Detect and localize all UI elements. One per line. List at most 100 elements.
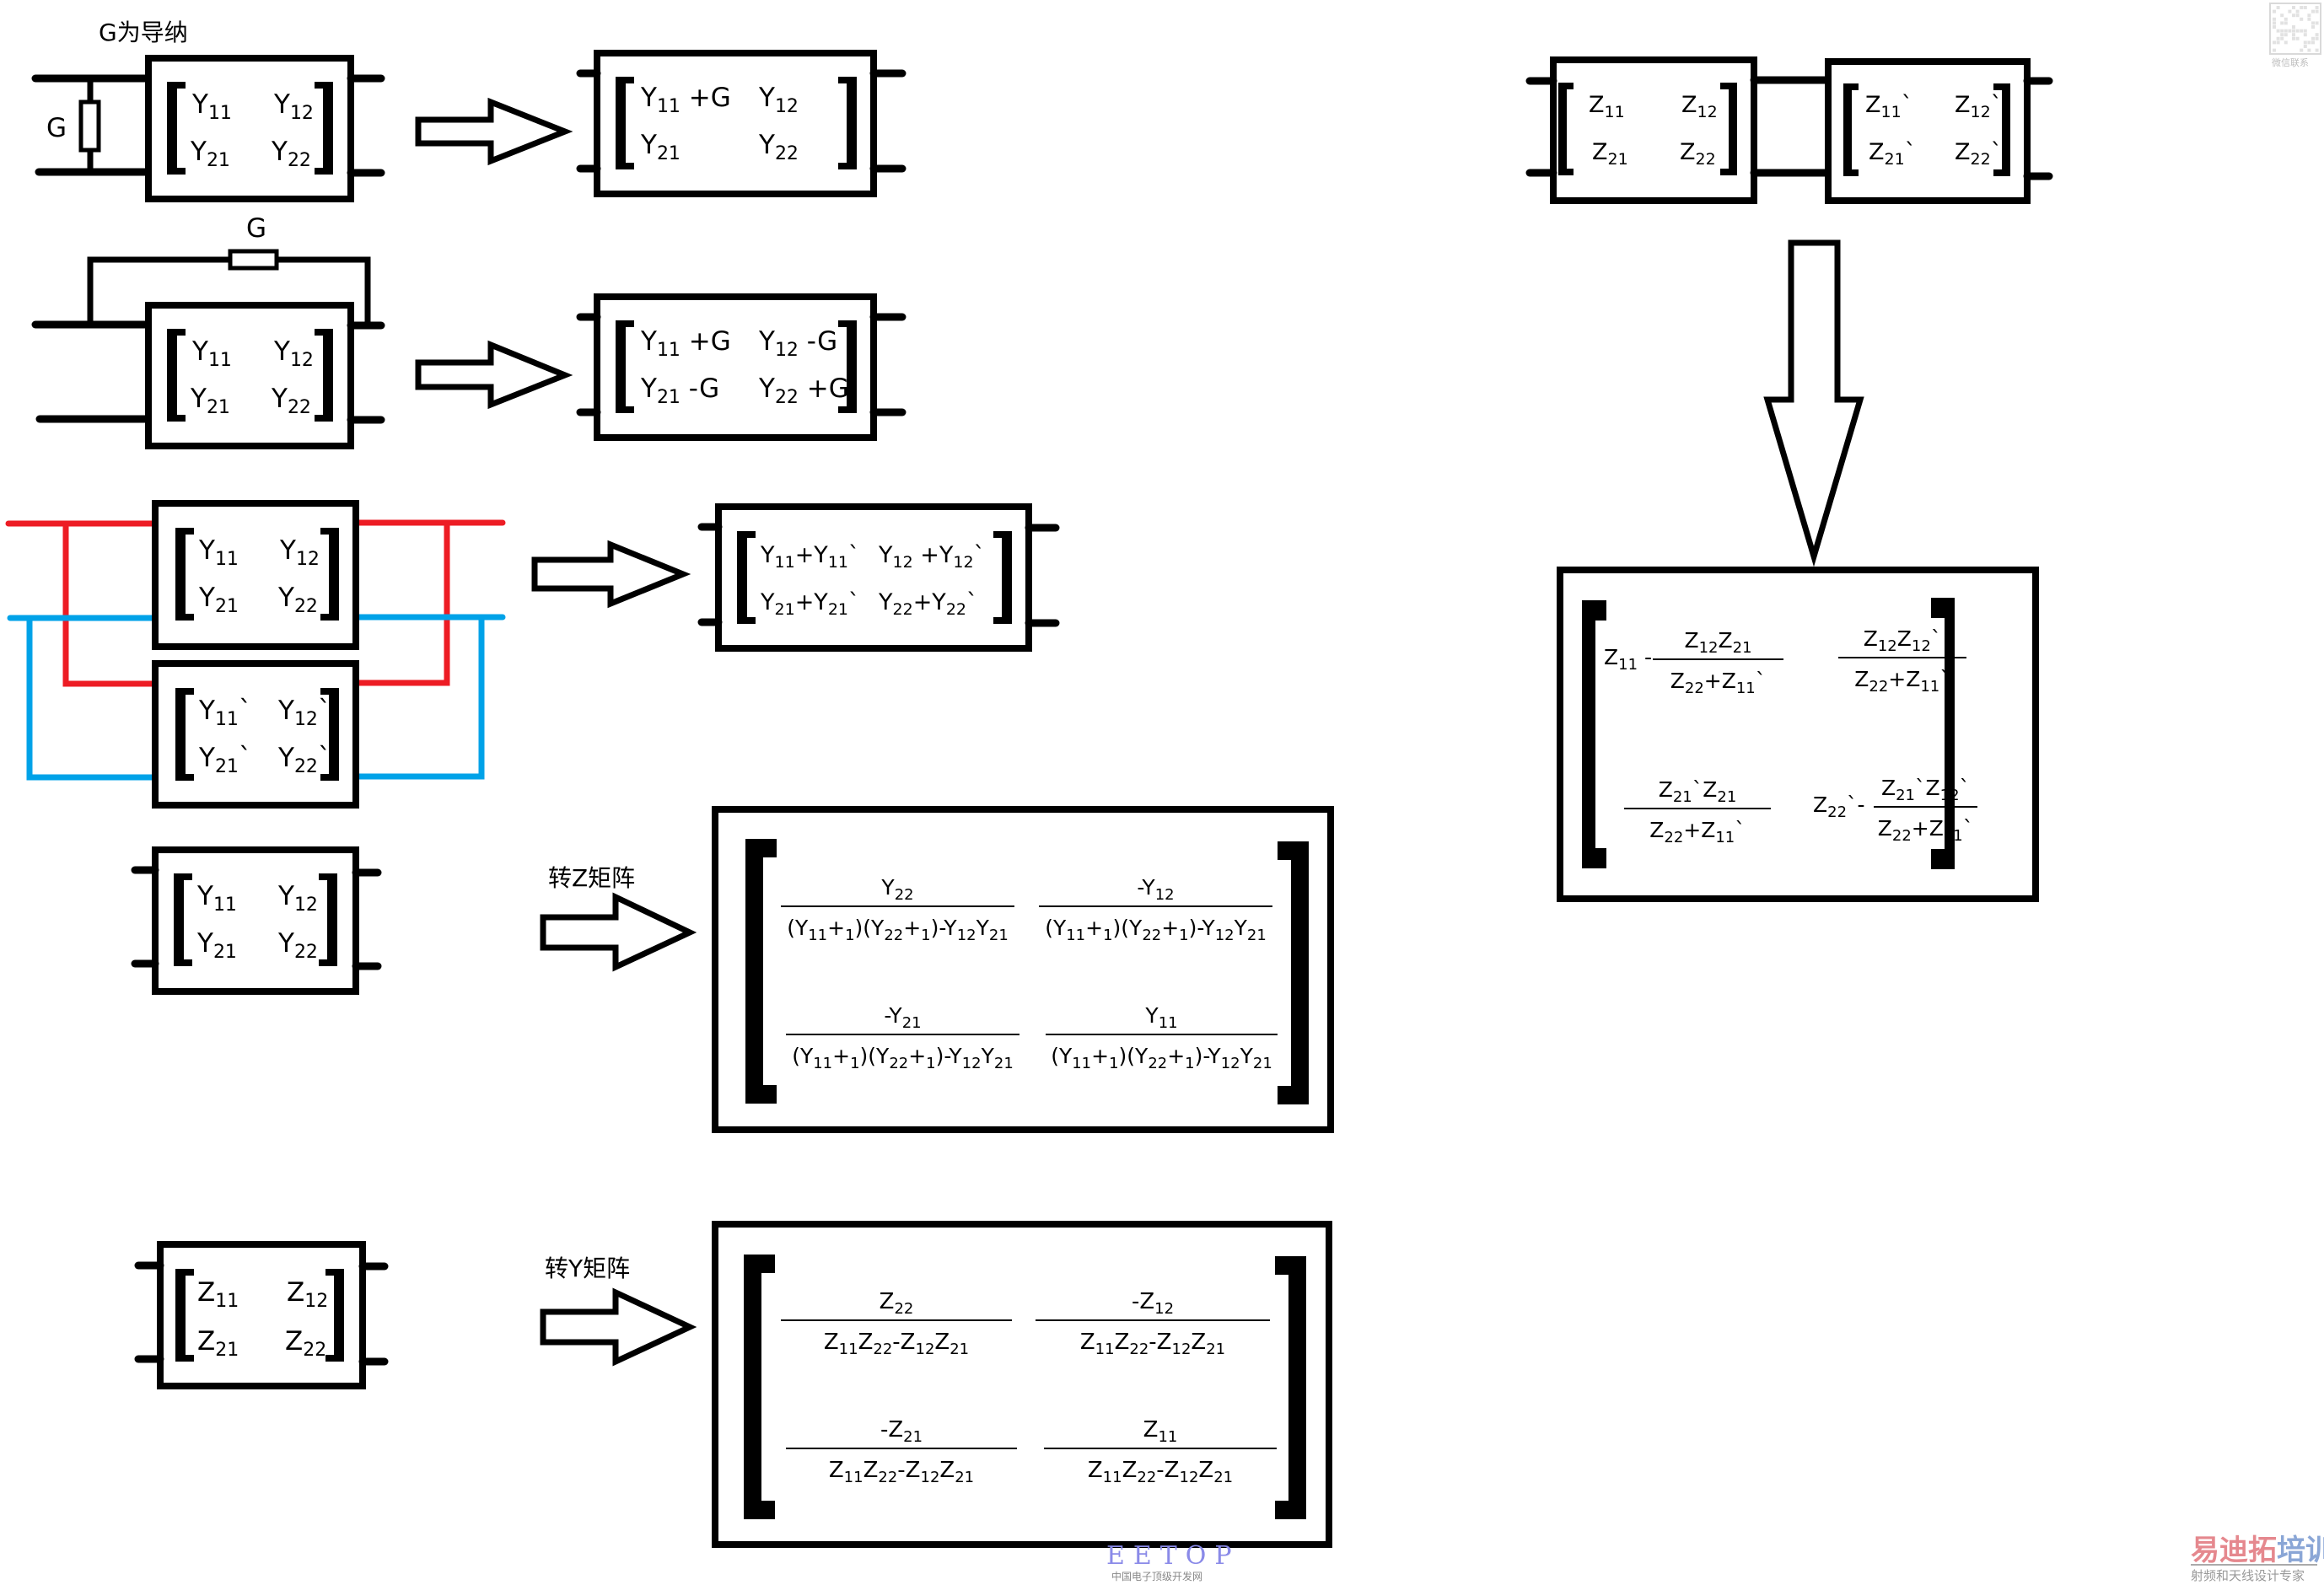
matrix-cell: Y22​ bbox=[277, 583, 318, 617]
input-box bbox=[157, 1241, 366, 1389]
fraction-numerator: -Y12​ bbox=[1137, 875, 1174, 904]
fraction-numerator: Y22​ bbox=[880, 875, 913, 904]
matrix-cell: Y22​ bbox=[271, 384, 311, 418]
parallel-networks-diagram: Y11​ Y12​ Y21​ Y22​ Y11​` Y12​` Y21​` Y2… bbox=[5, 500, 1060, 809]
matrix-cell: Y12​ bbox=[273, 336, 314, 371]
matrix-brackets bbox=[167, 82, 333, 175]
element-label: G bbox=[46, 113, 67, 143]
result-box bbox=[712, 1221, 1332, 1548]
z-to-y-diagram: Z11​ Z12​ Z21​ Z22​ 转Y矩阵 Z22​Z11​Z22​-Z1… bbox=[134, 1221, 1332, 1548]
fraction-prefix: Z22​`- bbox=[1813, 792, 1865, 821]
fraction-numerator: Y11​ bbox=[1144, 1003, 1177, 1032]
fraction-denominator: (Y11​+1​)(Y22​+1​)-Y12​Y21​ bbox=[1051, 1044, 1272, 1072]
left-bracket-icon bbox=[175, 688, 194, 781]
matrix-cell: Z22​` bbox=[1955, 139, 2002, 169]
resistor-icon bbox=[78, 99, 101, 153]
left-bracket-icon bbox=[175, 528, 194, 621]
right-bracket-icon bbox=[838, 320, 857, 413]
matrix-cell: Y12​ +Y12​` bbox=[878, 542, 985, 572]
matrix-cell: Y21​ bbox=[196, 928, 237, 963]
matrix-cell: Y12​ bbox=[758, 83, 799, 117]
matrix-cell: Y21​ -G bbox=[640, 373, 719, 408]
fraction-denominator: (Y11​+1​)(Y22​+1​)-Y12​Y21​ bbox=[1045, 916, 1267, 944]
matrix-cell: Y12​ -G bbox=[758, 326, 837, 361]
fraction-prefix: Z11​ - bbox=[1604, 645, 1652, 674]
fraction-denominator: Z11​Z22​-Z12​Z21​ bbox=[824, 1330, 969, 1358]
matrix-cell: Y21​ bbox=[198, 583, 239, 617]
matrix-cell: Z11​ bbox=[1589, 92, 1625, 121]
two-port-box bbox=[145, 302, 354, 449]
matrix-cell: Y12​` bbox=[277, 696, 331, 730]
matrix-cell: Y12​ bbox=[279, 535, 320, 570]
fraction-numerator: -Y21​ bbox=[884, 1003, 921, 1032]
left-bracket-icon bbox=[616, 77, 634, 169]
right-bracket-icon bbox=[1993, 83, 2010, 176]
right-bracket-icon bbox=[1720, 83, 1737, 175]
fraction-numerator: Z22​ bbox=[880, 1289, 914, 1318]
shunt-admittance-diagram: G为导纳 G Y11​ Y12​ Y21​ Y22​ Y11​ +G Y12​ … bbox=[31, 19, 906, 202]
fraction-matrix: Z11​ -Z12​Z21​Z22​+Z11​`Z12​Z12​`Z22​+Z1… bbox=[1604, 626, 1977, 846]
matrix-cell: Y11​ bbox=[191, 336, 232, 371]
network-a-box bbox=[1550, 56, 1757, 204]
matrix-cell: Z12​ bbox=[1681, 92, 1718, 121]
matrix-cell: Y11​+Y11​` bbox=[760, 542, 860, 572]
fraction-denominator: Z11​Z22​-Z12​Z21​ bbox=[829, 1458, 974, 1486]
right-bracket-icon bbox=[315, 82, 333, 175]
matrix-cell: Y22​+Y22​` bbox=[878, 589, 978, 619]
right-bracket-icon bbox=[993, 531, 1012, 624]
series-admittance-diagram: G Y11​ Y12​ Y21​ Y22​ Y11​ +G Y12​ -G Y2… bbox=[31, 213, 906, 449]
right-arrow-icon bbox=[415, 340, 573, 410]
left-bracket-icon bbox=[167, 329, 186, 422]
right-arrow-icon bbox=[540, 892, 697, 972]
right-bracket-icon bbox=[1931, 598, 1955, 869]
right-bracket-icon bbox=[1275, 1256, 1306, 1519]
matrix-cell: Z22​ bbox=[285, 1326, 326, 1361]
matrix-cell: Y12​ bbox=[277, 881, 318, 916]
fraction-denominator: Z22​+Z11​` bbox=[1854, 667, 1950, 696]
matrix-cell: Y21​ bbox=[640, 130, 681, 164]
y-to-z-diagram: Y11​ Y12​ Y21​ Y22​ 转Z矩阵 Y22​(Y11​+1​)(Y… bbox=[131, 806, 1334, 1133]
right-bracket-icon bbox=[320, 688, 339, 781]
left-bracket-icon bbox=[744, 1255, 775, 1519]
result-box bbox=[1557, 567, 2039, 902]
convert-to-z-label: 转Z矩阵 bbox=[548, 864, 635, 892]
result-box bbox=[594, 50, 877, 197]
matrix-cell: Y22​ bbox=[271, 137, 311, 171]
fraction-numerator: Z21​`Z21​ bbox=[1659, 777, 1737, 806]
fraction-numerator: -Z21​ bbox=[880, 1417, 923, 1446]
left-bracket-icon bbox=[1558, 83, 1574, 175]
matrix-cell: Z12​ bbox=[287, 1277, 328, 1312]
matrix-cell: Y21​+Y21​` bbox=[760, 589, 860, 619]
matrix-cell: Z11​` bbox=[1865, 92, 1912, 121]
matrix-cell: Y21​ bbox=[190, 384, 230, 418]
right-arrow-icon bbox=[540, 1287, 697, 1367]
left-bracket-icon bbox=[167, 82, 186, 175]
fraction-denominator: Z22​+Z11​` bbox=[1670, 669, 1767, 697]
eetop-watermark: EETOP 中国电子顶级开发网 bbox=[1106, 1541, 1232, 1582]
admittance-note: G为导纳 bbox=[99, 19, 188, 46]
right-bracket-icon bbox=[315, 329, 333, 422]
blue-wire-left-loop bbox=[26, 615, 159, 781]
matrix-cell: Y22​ bbox=[758, 130, 799, 164]
right-bracket-icon bbox=[838, 77, 857, 169]
left-bracket-icon bbox=[175, 1269, 194, 1362]
fraction-denominator: (Y11​+1​)(Y22​+1​)-Y12​Y21​ bbox=[787, 916, 1009, 944]
fraction-matrix: Z22​ Z11​Z22​-Z12​Z21​ -Z12​ Z11​Z22​-Z12​Z… bbox=[781, 1289, 1277, 1486]
left-bracket-icon bbox=[616, 320, 634, 413]
element-label: G bbox=[246, 213, 266, 244]
down-arrow-icon bbox=[1763, 239, 1864, 567]
left-bracket-icon bbox=[745, 839, 777, 1104]
left-bracket-icon bbox=[1843, 83, 1859, 176]
red-wire-right-loop bbox=[352, 519, 450, 686]
bypass-wire-right bbox=[278, 256, 371, 325]
input-box bbox=[152, 846, 359, 995]
fraction-numerator: Z11​ bbox=[1143, 1417, 1178, 1446]
fraction-numerator: -Z12​ bbox=[1132, 1289, 1174, 1318]
matrix-cell: Y11​` bbox=[198, 696, 251, 730]
network-b-box bbox=[152, 660, 359, 809]
fraction-denominator: Z22​+Z11​` bbox=[1649, 818, 1746, 846]
matrix-cell: Y22​` bbox=[277, 743, 331, 777]
matrix-cell: Z22​ bbox=[1680, 139, 1716, 169]
qr-watermark: 微信联系 bbox=[2269, 3, 2321, 68]
